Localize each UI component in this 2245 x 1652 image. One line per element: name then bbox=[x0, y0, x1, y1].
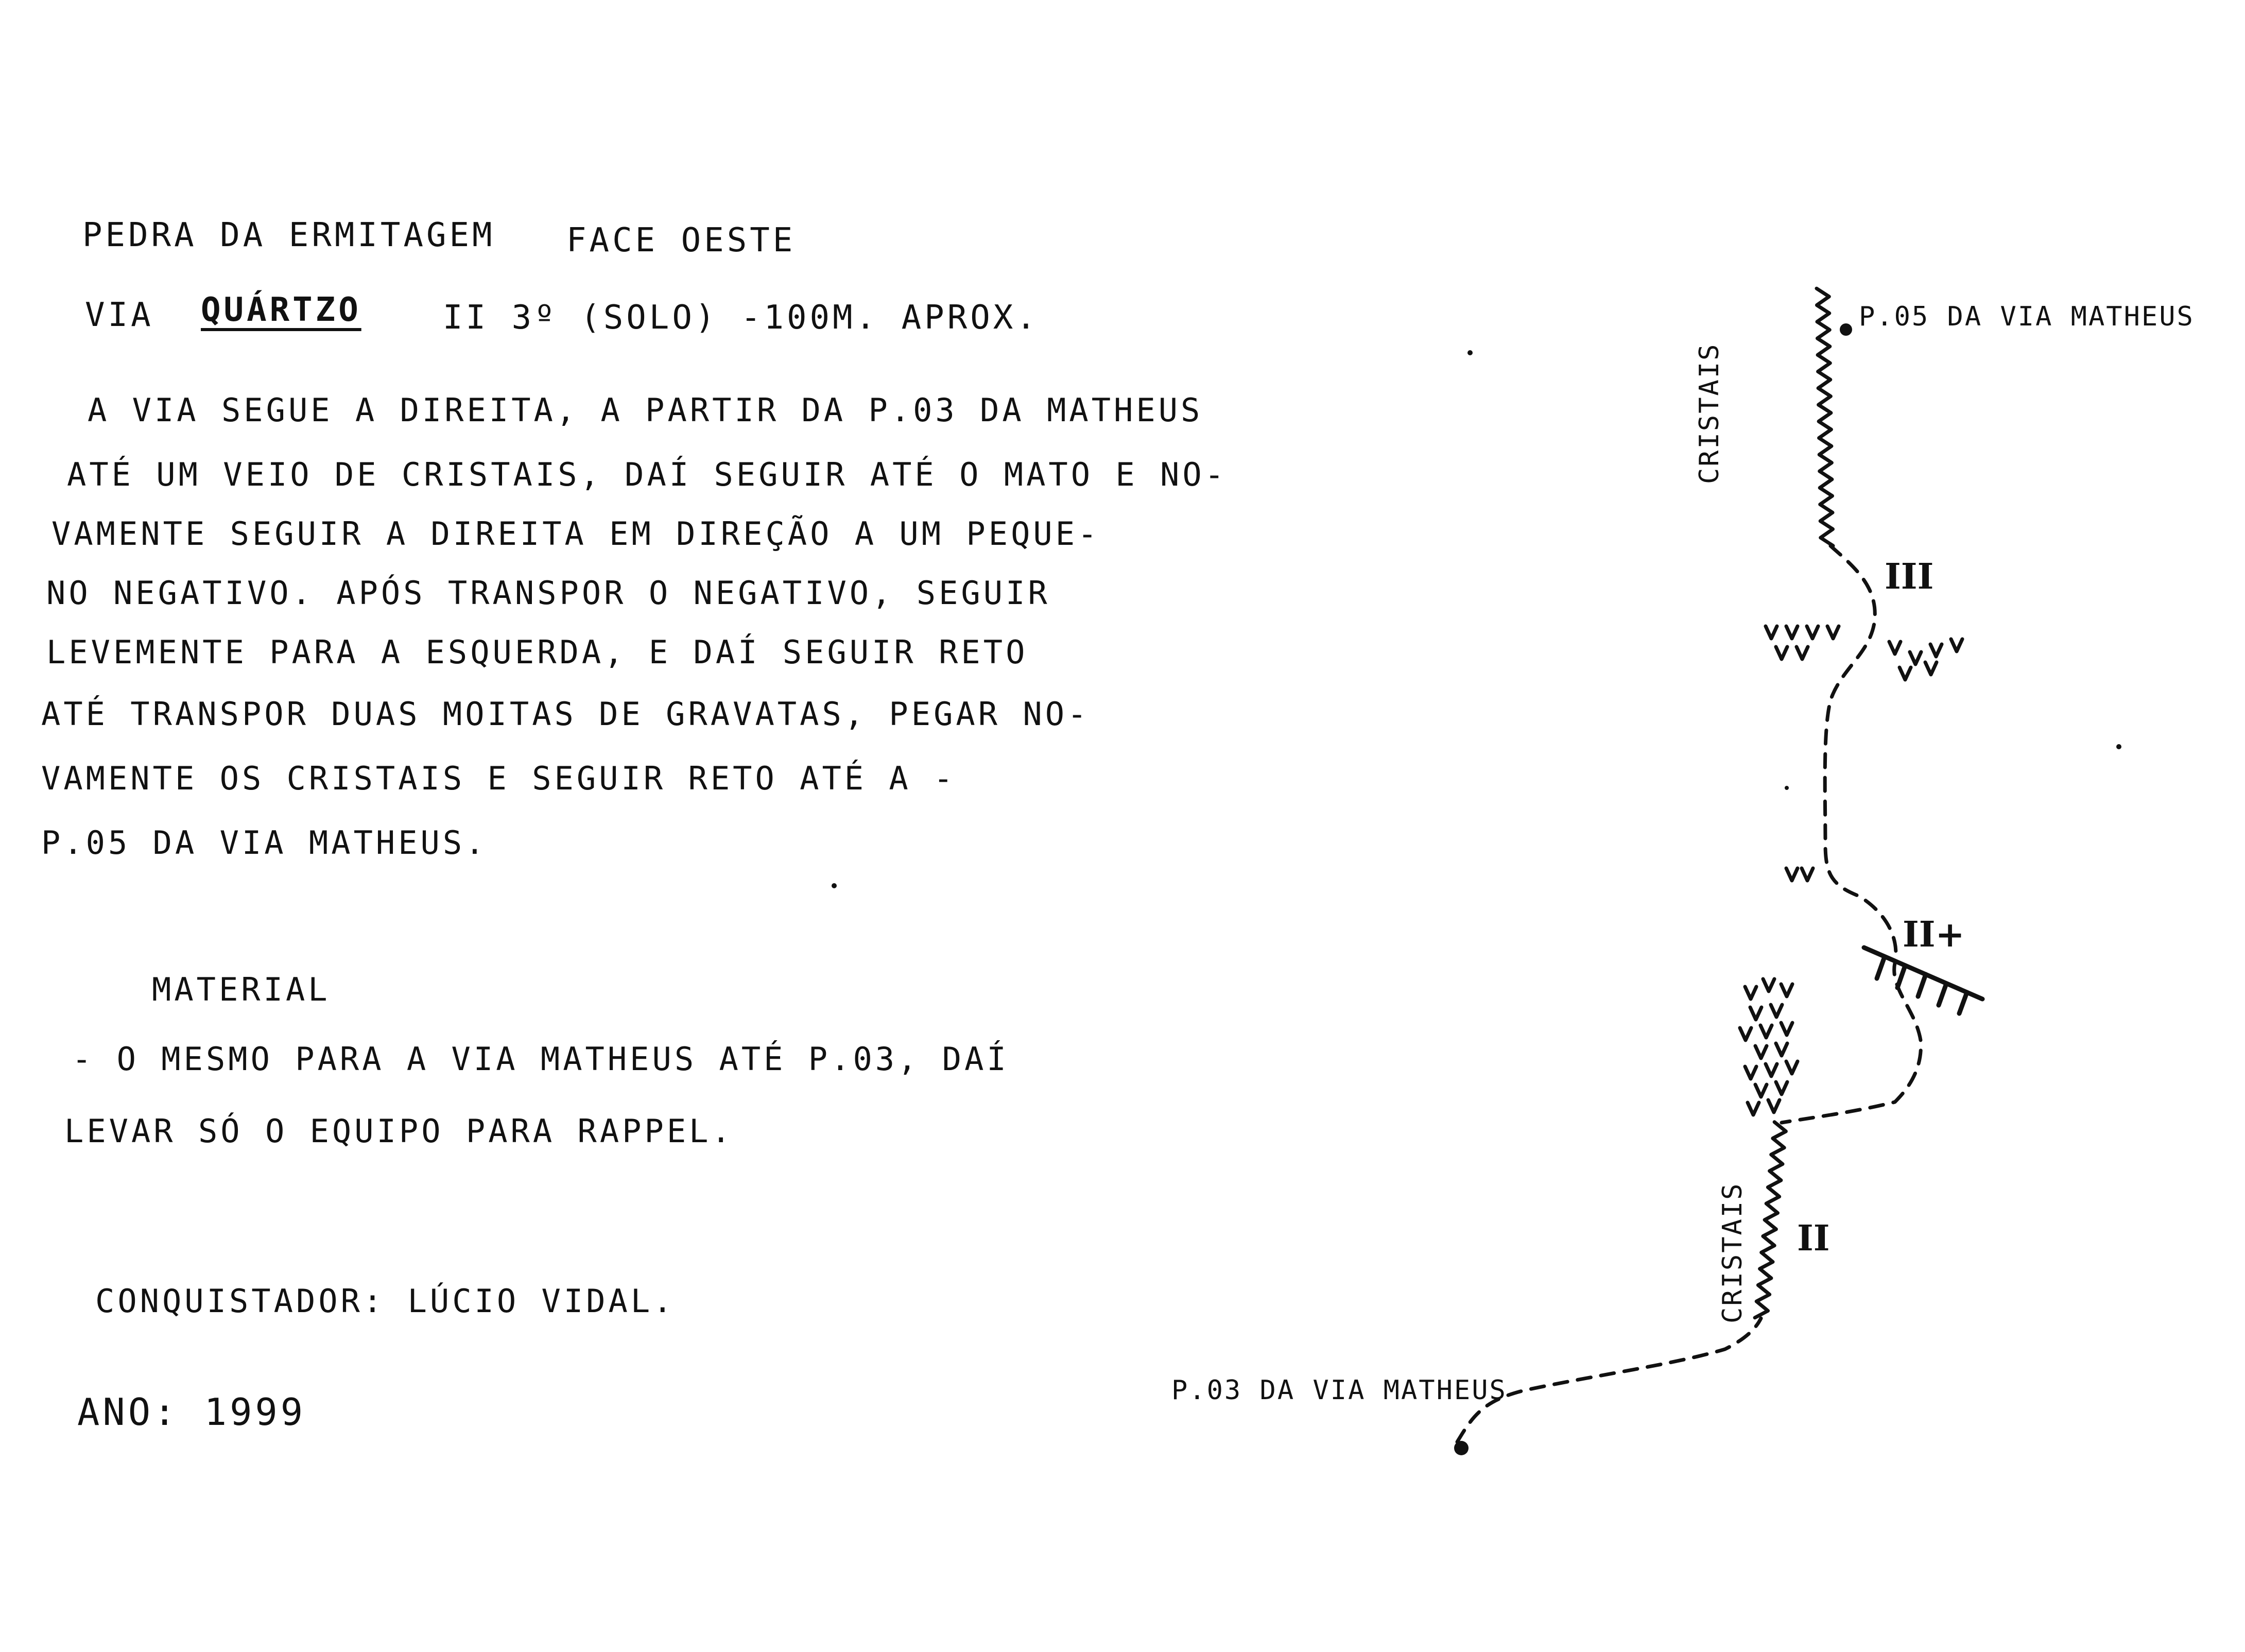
description-line: VAMENTE SEGUIR A DIREITA EM DIREÇÃO A UM… bbox=[51, 515, 1100, 553]
vegetation-mark bbox=[1784, 1059, 1800, 1076]
grade-pitch-lower: II bbox=[1797, 1218, 1830, 1259]
bottom-anchor-dot bbox=[1454, 1441, 1469, 1455]
crystals-upper-label: CRISTAIS bbox=[1694, 342, 1725, 484]
stray-dot bbox=[1785, 786, 1789, 790]
description-line: P.05 DA VIA MATHEUS. bbox=[41, 824, 488, 862]
route-line-start bbox=[1455, 1316, 1763, 1444]
stray-dot bbox=[2116, 744, 2121, 749]
vegetation-mark bbox=[1764, 624, 1779, 641]
grade-pitch-upper: III bbox=[1885, 556, 1934, 597]
vegetation-mark bbox=[1743, 985, 1758, 1001]
vegetation-mark bbox=[1897, 665, 1913, 682]
stray-dot bbox=[1467, 350, 1473, 355]
vegetation-mark bbox=[1743, 1064, 1758, 1081]
vegetation-mark bbox=[1794, 645, 1810, 661]
stray-dot bbox=[832, 883, 837, 888]
vegetation-mark bbox=[1779, 1021, 1794, 1037]
year-line: ANO: 1999 bbox=[77, 1390, 306, 1434]
vegetation-mark bbox=[1769, 1003, 1784, 1019]
description-line: VAMENTE OS CRISTAIS E SEGUIR RETO ATÉ A … bbox=[41, 760, 956, 797]
vegetation-mark bbox=[1949, 637, 1964, 653]
vegetation-mark bbox=[1738, 1026, 1753, 1042]
vegetation-mark bbox=[1887, 640, 1903, 656]
vegetation-mark bbox=[1784, 866, 1800, 883]
description-line: LEVEMENTE PARA A ESQUERDA, E DAÍ SEGUIR … bbox=[46, 633, 1028, 671]
grade-pitch-middle: II+ bbox=[1903, 914, 1965, 955]
vegetation-mark bbox=[1753, 1044, 1769, 1060]
vegetation-mark bbox=[1746, 1100, 1761, 1117]
description-line: ATÉ TRANSPOR DUAS MOITAS DE GRAVATAS, PE… bbox=[41, 695, 1090, 733]
vegetation-mark bbox=[1766, 1098, 1782, 1114]
vegetation-mark bbox=[1923, 660, 1939, 677]
route-name: QUÁRTZO bbox=[201, 291, 361, 329]
vegetation-mark bbox=[1800, 866, 1815, 883]
route-description: A VIA SEGUE A DIREITA, A PARTIR DA P.03 … bbox=[41, 391, 1224, 906]
route-line bbox=[1780, 544, 1923, 1125]
top-anchor-label: P.05 DA VIA MATHEUS bbox=[1859, 301, 2195, 332]
description-line: ATÉ UM VEIO DE CRISTAIS, DAÍ SEGUIR ATÉ … bbox=[67, 456, 1228, 493]
face-name: FACE OESTE bbox=[566, 221, 796, 260]
vegetation-mark bbox=[1761, 977, 1776, 993]
vegetation-mark bbox=[1784, 624, 1800, 641]
vegetation-mark bbox=[1764, 1062, 1779, 1078]
vegetation-mark bbox=[1753, 1082, 1769, 1099]
material-title: MATERIAL bbox=[152, 971, 331, 1008]
vegetation-mark bbox=[1779, 982, 1794, 999]
bottom-anchor-label: P.03 DA VIA MATHEUS bbox=[1171, 1375, 1507, 1406]
crag-name: PEDRA DA ERMITAGEM bbox=[82, 216, 495, 254]
crystal-vein-upper bbox=[1815, 286, 1835, 548]
overhang-symbol bbox=[1861, 945, 1985, 1016]
vegetation-mark bbox=[1774, 1080, 1789, 1096]
vegetation-mark bbox=[1774, 645, 1789, 661]
description-line: NO NEGATIVO. APÓS TRANSPOR O NEGATIVO, S… bbox=[46, 574, 1050, 612]
vegetation-mark bbox=[1805, 624, 1820, 641]
vegetation-mark bbox=[1758, 1023, 1774, 1040]
via-prefix: VIA bbox=[85, 296, 154, 334]
description-line: A VIA SEGUE A DIREITA, A PARTIR DA P.03 … bbox=[88, 391, 1203, 429]
vegetation-mark bbox=[1748, 1005, 1764, 1022]
vegetation-mark bbox=[1774, 1041, 1789, 1058]
route-grade-info: II 3º (SOLO) -100M. APROX. bbox=[443, 299, 1039, 337]
crystal-vein-lower bbox=[1753, 1120, 1788, 1320]
material-line: LEVAR SÓ O EQUIPO PARA RAPPEL. bbox=[64, 1112, 734, 1150]
crystals-lower-label: CRISTAIS bbox=[1717, 1182, 1748, 1323]
vegetation-mark bbox=[1928, 642, 1944, 659]
conquistador-line: CONQUISTADOR: LÚCIO VIDAL. bbox=[95, 1282, 676, 1320]
vegetation-mark bbox=[1825, 624, 1841, 641]
vegetation-mark bbox=[1908, 650, 1923, 666]
material-line: - O MESMO PARA A VIA MATHEUS ATÉ P.03, D… bbox=[72, 1040, 1009, 1078]
top-anchor-dot bbox=[1840, 323, 1852, 336]
